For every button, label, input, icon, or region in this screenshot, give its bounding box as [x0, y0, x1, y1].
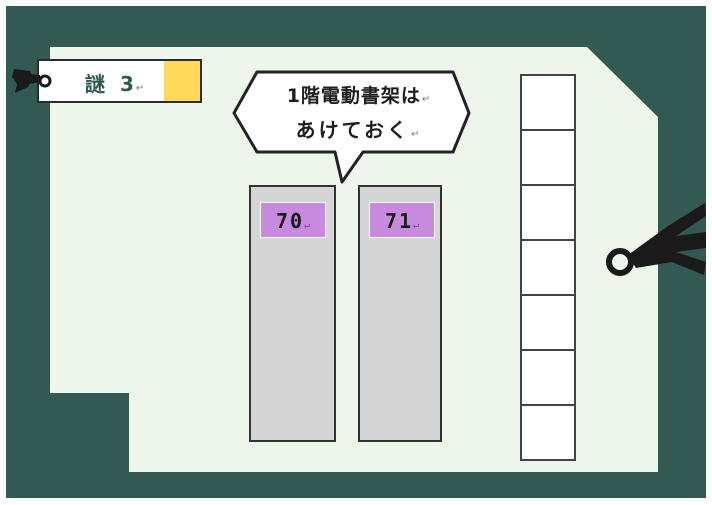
locker-cell[interactable]	[522, 296, 574, 351]
bookshelf-70[interactable]: 70↵	[249, 185, 336, 442]
locker-cell[interactable]	[522, 131, 574, 186]
locker-cell[interactable]	[522, 351, 574, 406]
bubble-return-mark-1: ↵	[421, 94, 432, 105]
bubble-line-1: 1階電動書架は↵	[254, 81, 464, 108]
shelf-label-70-text: 70	[275, 209, 305, 233]
tag-return-mark: ↵	[135, 83, 146, 94]
locker-cell[interactable]	[522, 406, 574, 459]
bubble-line-1-text: 1階電動書架は	[286, 85, 421, 107]
tag-label: 謎	[85, 72, 106, 96]
locker-column	[520, 74, 576, 461]
floor-area	[50, 47, 658, 472]
locker-cell[interactable]	[522, 241, 574, 296]
bubble-line-2: あけておく↵	[254, 114, 464, 143]
shelf-label-70: 70↵	[260, 202, 326, 238]
tag-number: 3	[120, 72, 135, 96]
shelf-return-mark-70: ↵	[304, 220, 311, 231]
locker-cell[interactable]	[522, 76, 574, 131]
locker-cell[interactable]	[522, 186, 574, 241]
bubble-return-mark-2: ↵	[411, 129, 423, 140]
shelf-label-71-text: 71	[384, 209, 414, 233]
shelf-return-mark-71: ↵	[413, 220, 420, 231]
shelf-label-71: 71↵	[369, 202, 435, 238]
bookshelf-71[interactable]: 71↵	[358, 185, 442, 442]
bubble-line-2-text: あけておく	[295, 118, 410, 142]
tag-highlight	[164, 61, 200, 101]
